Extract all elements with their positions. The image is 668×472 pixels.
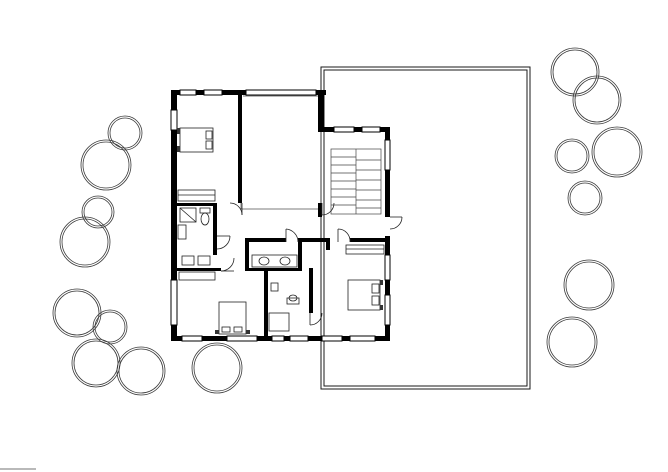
wardrobe-icon: [178, 271, 216, 281]
corridor-vanity: [251, 254, 298, 268]
door-icon: [337, 228, 351, 243]
door-icon: [389, 216, 403, 230]
door-icon: [285, 228, 299, 243]
terrace-outline: [320, 66, 531, 390]
bedroom-nw-furniture: [177, 127, 216, 202]
tree-icon: [116, 346, 166, 396]
door-icon: [229, 202, 243, 216]
vanity-icon: [181, 255, 211, 266]
tree-icon: [71, 338, 121, 388]
tree-icon: [563, 259, 615, 311]
wardrobe-icon: [345, 244, 385, 255]
tree-icon: [80, 139, 132, 191]
windows: [170, 89, 391, 342]
tree-icon: [59, 216, 111, 268]
toilet-icon: [199, 207, 211, 226]
tree-icon: [546, 316, 598, 368]
sink-icon: [270, 282, 279, 292]
tree-icon: [550, 47, 600, 97]
bathroom-s-furniture: [268, 282, 300, 332]
tree-icon: [81, 195, 115, 229]
tree-icon: [554, 138, 590, 174]
door-icon: [321, 202, 335, 216]
door-icon: [216, 235, 231, 250]
door-icon: [220, 257, 235, 272]
tree-icon: [567, 180, 603, 216]
double-bed-icon: [177, 127, 214, 153]
wardrobe-icon: [177, 189, 216, 202]
tree-icon: [591, 126, 643, 178]
tree-icon: [107, 115, 143, 151]
doors: [216, 202, 403, 326]
bedroom-sw-furniture: [178, 271, 250, 335]
tree-icon: [92, 309, 128, 345]
tree-icon: [52, 288, 102, 338]
shower-icon: [268, 312, 290, 332]
shower-icon: [179, 207, 197, 223]
double-bed-icon: [215, 301, 250, 335]
toilet-icon: [286, 294, 300, 305]
bathroom-w-furniture: [177, 207, 211, 266]
double-bed-icon: [347, 279, 383, 311]
tree-icon: [572, 75, 622, 125]
door-icon: [309, 312, 323, 326]
bedroom-e-furniture: [345, 244, 385, 311]
tree-cluster-east: [546, 47, 643, 368]
staircase: [330, 148, 382, 215]
tree-icon: [191, 342, 243, 394]
void-north: [240, 93, 322, 210]
sink-icon: [177, 224, 187, 240]
tree-cluster-west: [52, 115, 243, 396]
